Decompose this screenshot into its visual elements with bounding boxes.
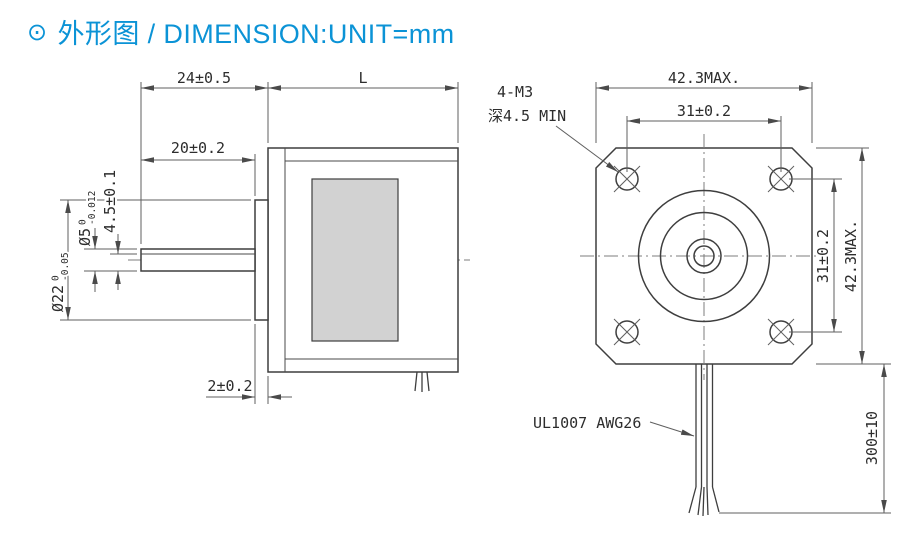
- lead-wire-stub: [414, 371, 430, 392]
- dim-label-boss-height: 2±0.2: [207, 377, 252, 395]
- dim-label-pilot-diameter: Ø22 0 -0.05: [47, 250, 73, 314]
- dim-label-shaft-flat: 4.5±0.1: [101, 170, 119, 233]
- dim-label-wire-length: 300±10: [863, 411, 881, 465]
- wire-frayed-end: [697, 486, 703, 516]
- front-view: [580, 134, 828, 517]
- dim-label-front-length: 24±0.5: [177, 69, 231, 87]
- dim-label-body-length: L: [358, 69, 367, 87]
- wire-frayed-end: [688, 486, 697, 514]
- mounting-holes: [613, 165, 795, 346]
- hole-callout-leader: [555, 125, 619, 173]
- lamination-stack: [311, 178, 399, 342]
- wire-frayed-end: [711, 486, 720, 513]
- front-view-dimensions: 42.3MAX. 31±0.2 4-M3 深4.5 MIN 31±0.2 42.…: [486, 67, 891, 514]
- pilot-dia-tol-lower: -0.05: [60, 252, 71, 281]
- wire-frayed-end: [702, 486, 705, 517]
- shaft-dia-tol-upper: 0: [78, 219, 89, 225]
- pilot-dia-main: Ø22: [49, 285, 67, 312]
- hole-cross-mark: [767, 165, 795, 193]
- dim-label-width-max: 42.3MAX.: [668, 69, 740, 87]
- wire-frayed-end: [706, 486, 709, 516]
- dim-label-shaft-diameter: Ø5 0 -0.012: [74, 189, 100, 248]
- dim-label-hole-pitch-h: 31±0.2: [677, 102, 731, 120]
- pilot-dia-tol-upper: 0: [51, 275, 62, 281]
- pilot-circle-inner: [659, 211, 749, 301]
- wire-label: UL1007 AWG26: [533, 414, 641, 432]
- wire-strand: [414, 371, 418, 392]
- pilot-boss: [254, 199, 269, 321]
- motor-shaft: [140, 248, 256, 272]
- circled-dot-icon: ⊙: [27, 18, 48, 46]
- section-title: 外形图 / DIMENSION:UNIT=mm: [57, 19, 455, 49]
- hole-cross-mark: [613, 165, 641, 193]
- shaft-circle: [693, 245, 715, 267]
- shaft-dia-tol-lower: -0.012: [87, 191, 98, 225]
- hole-cross-mark: [767, 318, 795, 346]
- hole-cross-mark: [613, 318, 641, 346]
- wire-label-leader: [649, 421, 695, 437]
- pilot-circle-outer: [637, 189, 771, 323]
- dim-label-height-max: 42.3MAX.: [842, 220, 860, 292]
- hole-callout-line1: 4-M3: [497, 83, 533, 101]
- hole-callout-line2: 深4.5 MIN: [488, 107, 566, 125]
- side-view-dimensions: 24±0.5 L 20±0.2 4.5±0.1 Ø5 0 -0.012 Ø22 …: [47, 67, 459, 404]
- dim-label-shaft-length: 20±0.2: [171, 139, 225, 157]
- section-header: ⊙ 外形图 / DIMENSION:UNIT=mm: [27, 12, 454, 51]
- shaft-dia-main: Ø5: [76, 228, 94, 246]
- dim-label-hole-pitch-v: 31±0.2: [814, 229, 832, 283]
- wire-strand: [426, 371, 430, 392]
- lead-wires: [688, 364, 720, 517]
- side-view: [128, 147, 470, 392]
- shaft-hub-circle: [686, 238, 722, 274]
